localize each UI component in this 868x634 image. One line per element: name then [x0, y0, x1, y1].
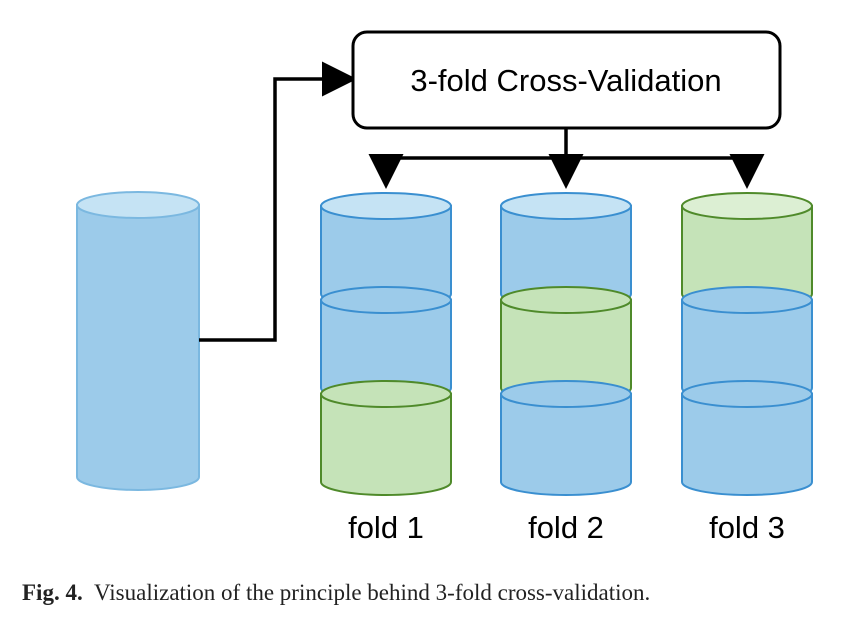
fold-2-segment-1-top — [500, 192, 632, 220]
full-dataset-cylinder — [76, 191, 200, 491]
figure-caption-text: Visualization of the principle behind 3-… — [94, 580, 651, 605]
title-text: 3-fold Cross-Validation — [410, 63, 721, 98]
figure-caption: Fig. 4. Visualization of the principle b… — [22, 580, 862, 606]
fold-2-segment-2-top — [500, 286, 632, 314]
fold-1-segment-3-test — [320, 393, 452, 496]
fold-2-stack — [500, 192, 632, 496]
fold-2-segment-3-train — [500, 393, 632, 496]
fold-1-stack — [320, 192, 452, 496]
fold-3-segment-1-top — [681, 192, 813, 220]
fold-3-stack — [681, 192, 813, 496]
cross-validation-diagram: 3-fold Cross-Validation fold 1 fold 2 fo… — [76, 30, 813, 545]
fold-1-segment-1-top — [320, 192, 452, 220]
fold-1-label: fold 1 — [348, 510, 424, 545]
fold-3-label: fold 3 — [709, 510, 785, 545]
dataset-top — [76, 191, 200, 219]
fold-3-segment-3-top — [681, 380, 813, 408]
title-box: 3-fold Cross-Validation — [351, 30, 782, 130]
dataset-body — [76, 204, 200, 491]
dataset-to-title-connector — [199, 61, 357, 342]
fold-3-segment-3-train — [681, 393, 813, 496]
fold-1-segment-2-top — [320, 286, 452, 314]
branch-arrows — [368, 128, 765, 189]
fold-3-segment-2-top — [681, 286, 813, 314]
fold-2-label: fold 2 — [528, 510, 604, 545]
fold-2-segment-3-top — [500, 380, 632, 408]
figure-number: Fig. 4. — [22, 580, 83, 605]
fold-1-segment-3-top — [320, 380, 452, 408]
